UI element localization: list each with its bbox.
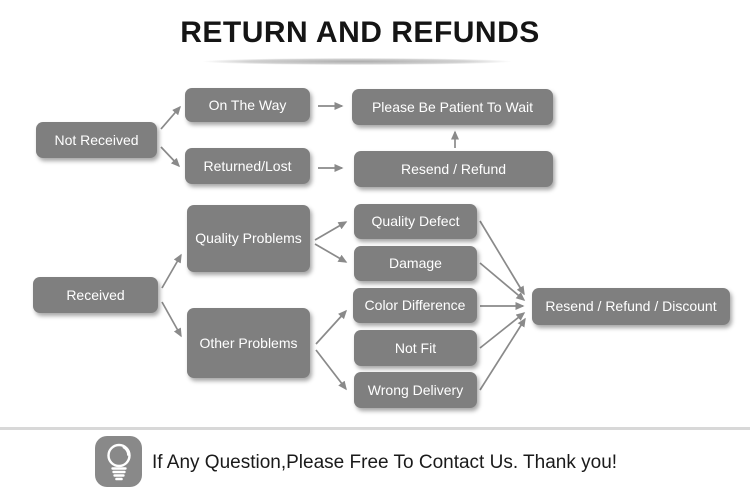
arrow-received-to-quality-problems xyxy=(161,253,182,289)
node-not-received: Not Received xyxy=(36,122,157,158)
title-underline xyxy=(158,57,556,66)
arrow-not-received-to-returned-lost xyxy=(160,146,181,168)
arrow-not-fit-to-discount xyxy=(479,312,526,349)
node-quality-defect: Quality Defect xyxy=(354,204,477,239)
node-received: Received xyxy=(33,277,158,313)
page-title: RETURN AND REFUNDS xyxy=(180,16,540,49)
arrow-quality-defect-to-discount xyxy=(479,220,525,296)
arrow-other-problems-to-color-difference xyxy=(315,309,348,345)
node-resend-refund-discount: Resend / Refund / Discount xyxy=(532,288,730,325)
arrow-damage-to-discount xyxy=(479,262,526,301)
arrow-not-received-to-on-the-way xyxy=(160,105,181,130)
node-other-problems: Other Problems xyxy=(187,308,310,378)
node-resend-refund: Resend / Refund xyxy=(354,151,553,187)
arrow-received-to-other-problems xyxy=(161,301,182,338)
node-please-be-patient: Please Be Patient To Wait xyxy=(352,89,553,125)
node-color-difference: Color Difference xyxy=(353,288,477,323)
node-not-fit: Not Fit xyxy=(354,330,477,366)
lightbulb-icon xyxy=(95,436,142,487)
node-quality-problems: Quality Problems xyxy=(187,205,310,272)
node-damage: Damage xyxy=(354,246,477,281)
footer-divider xyxy=(0,427,750,430)
arrow-quality-problems-to-quality-defect xyxy=(314,221,348,241)
node-on-the-way: On The Way xyxy=(185,88,310,122)
footer-message: If Any Question,Please Free To Contact U… xyxy=(152,452,618,473)
node-returned-lost: Returned/Lost xyxy=(185,148,310,184)
arrow-quality-problems-to-damage xyxy=(314,243,348,263)
arrow-other-problems-to-wrong-delivery xyxy=(315,349,347,391)
node-wrong-delivery: Wrong Delivery xyxy=(354,372,477,408)
arrow-wrong-delivery-to-discount xyxy=(479,317,526,391)
